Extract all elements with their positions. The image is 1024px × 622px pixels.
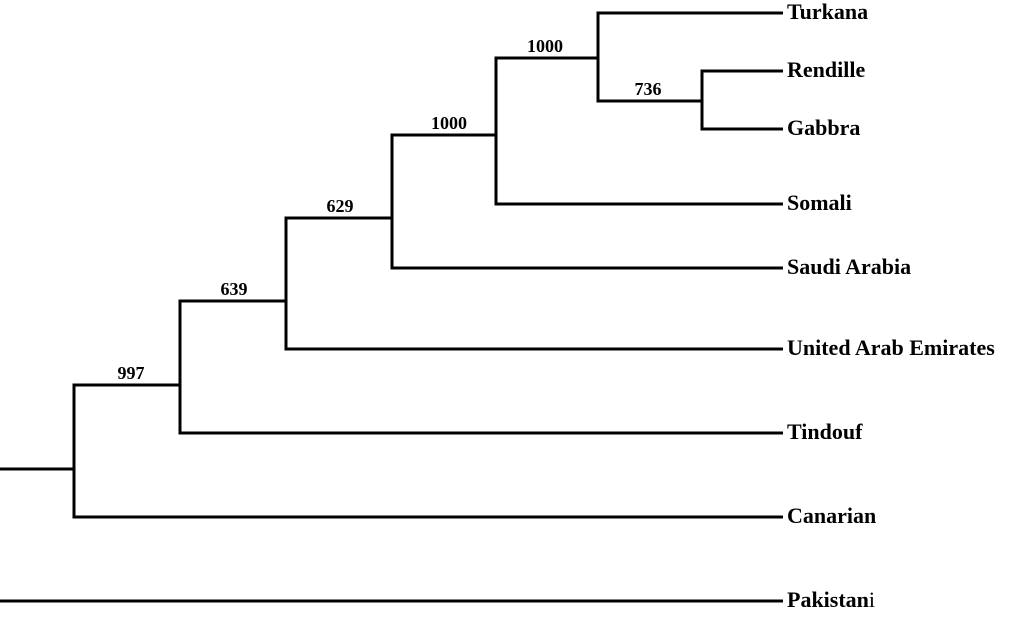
tip-label-text-turkana: Turkana: [787, 0, 868, 24]
tip-label-text-tindouf: Tindouf: [787, 419, 863, 444]
tip-label-text-saudi: Saudi Arabia: [787, 254, 911, 279]
support-value-node-736: 736: [635, 79, 662, 99]
tip-label-text-canarian: Canarian: [787, 503, 876, 528]
tip-label-canarian: Canarian: [787, 503, 876, 528]
tip-label-tail-pakistani: i: [869, 587, 875, 612]
support-value-node-997: 997: [118, 363, 145, 383]
tip-label-gabbra: Gabbra: [787, 115, 860, 140]
tip-label-uae: United Arab Emirates: [787, 335, 995, 360]
tip-label-rendille: Rendille: [787, 57, 865, 82]
support-value-node-639: 639: [221, 279, 248, 299]
support-value-node-1000-somali-clade: 1000: [431, 113, 467, 133]
tip-label-text-gabbra: Gabbra: [787, 115, 860, 140]
tip-label-text-somali: Somali: [787, 190, 852, 215]
tip-label-text-rendille: Rendille: [787, 57, 865, 82]
support-value-node-1000-turkana-clade: 1000: [527, 36, 563, 56]
support-labels-layer: 736 1000 1000 629 639 997: [118, 36, 662, 383]
support-value-node-629: 629: [327, 196, 354, 216]
branches-layer: [0, 11, 783, 603]
tip-label-saudi: Saudi Arabia: [787, 254, 911, 279]
tip-label-pakistani: Pakistani: [787, 587, 875, 612]
tip-label-turkana: Turkana: [787, 0, 868, 24]
tip-label-text-pakistani: Pakistan: [787, 587, 869, 612]
tip-label-somali: Somali: [787, 190, 852, 215]
tip-label-tindouf: Tindouf: [787, 419, 863, 444]
tip-label-text-uae: United Arab Emirates: [787, 335, 995, 360]
